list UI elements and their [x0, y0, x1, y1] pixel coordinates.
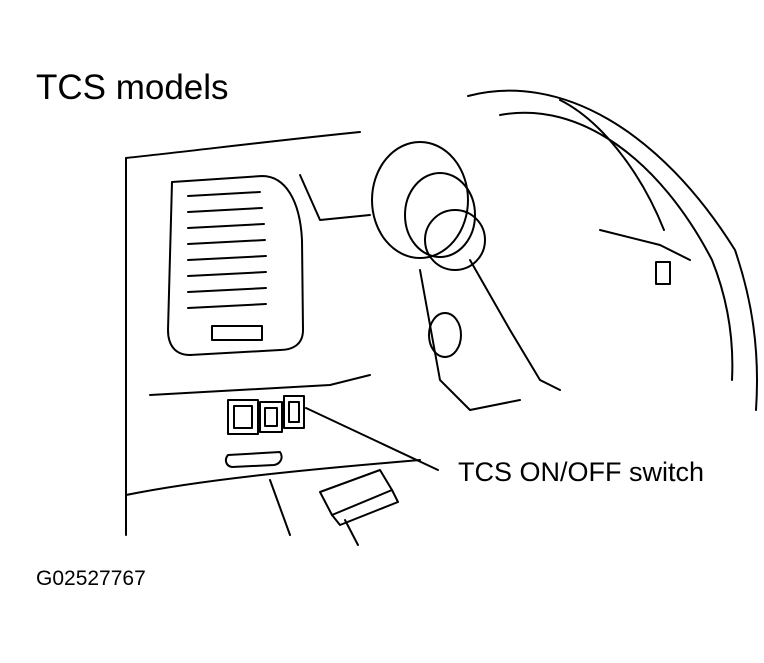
knee-panel-edge: [149, 374, 371, 396]
air-vent: [167, 175, 304, 356]
callout-leader-line: [305, 407, 439, 471]
steering-column: [299, 141, 691, 411]
dashboard-lower-panel: [125, 459, 421, 496]
dashboard-top-edge: [125, 131, 361, 159]
diagram-title: TCS models: [36, 68, 229, 107]
figure-id: G02527767: [36, 567, 146, 590]
tcs-switch-callout-label: TCS ON/OFF switch: [458, 457, 705, 487]
steering-wheel-rim-inner: [499, 111, 734, 381]
steering-wheel-rim: [467, 89, 759, 411]
switch-cluster: [227, 395, 305, 435]
pedal: [269, 469, 399, 546]
lower-panel-slot: [224, 451, 283, 468]
steering-wheel-spoke: [559, 99, 665, 231]
